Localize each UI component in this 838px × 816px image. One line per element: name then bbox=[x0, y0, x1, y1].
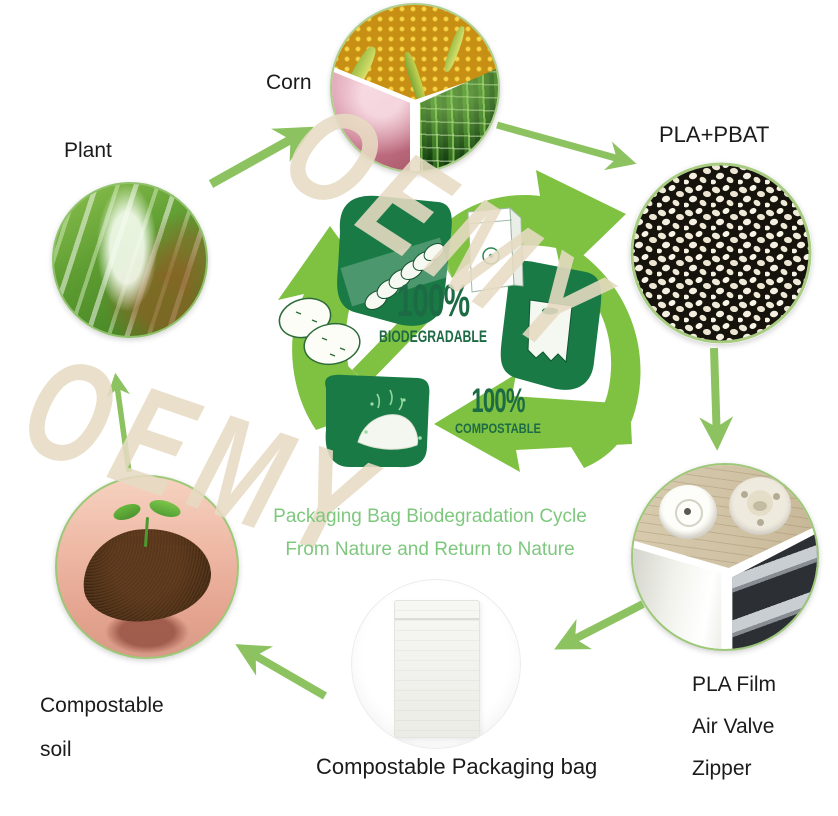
emblem-arm-left bbox=[278, 226, 382, 430]
shopping-bag-doodle bbox=[527, 299, 573, 364]
label-compostable: Compostable bbox=[40, 694, 164, 717]
valve-dot bbox=[741, 491, 748, 498]
emblem-arm-small-chevron bbox=[332, 356, 382, 406]
pla-film-valve-zipper-photo bbox=[631, 463, 819, 651]
label-pla-pbat: PLA+PBAT bbox=[659, 122, 770, 147]
emblem-blob-corn bbox=[337, 195, 452, 326]
emblem-word-compostable: COMPOSTABLE bbox=[455, 420, 541, 436]
valve-center-dot bbox=[684, 508, 691, 515]
sprout-leaf bbox=[111, 500, 143, 524]
emblem-word-biodegradable: BIODEGRADABLE bbox=[379, 327, 487, 346]
paper-bag-doodle bbox=[467, 206, 524, 293]
valve-dot bbox=[757, 519, 764, 526]
corn-collage-photo bbox=[330, 3, 500, 173]
pellets-graphic bbox=[630, 162, 812, 344]
emblem-arm-bottom-chevron bbox=[434, 374, 632, 472]
caption-line2: From Nature and Return to Nature bbox=[285, 539, 575, 560]
arrow-corn-to-pla-pbat bbox=[496, 121, 637, 171]
caption-line1: Packaging Bag Biodegradation Cycle bbox=[273, 506, 587, 527]
arrow-soil-to-plant bbox=[106, 372, 132, 473]
emblem-arm-small-band bbox=[352, 300, 436, 384]
air-valve-ring bbox=[729, 477, 791, 535]
plant-photo bbox=[52, 182, 208, 338]
label-soil: soil bbox=[40, 738, 72, 761]
emblem-percent-bottom: 100% bbox=[471, 382, 525, 420]
corn-cobs-doodle bbox=[340, 237, 452, 311]
arrow-pla-pbat-to-film bbox=[699, 347, 734, 451]
corn-husk bbox=[401, 50, 429, 100]
arrow-film-to-bag bbox=[554, 600, 645, 650]
arrow-plant-to-corn bbox=[208, 126, 314, 188]
emblem-blob-powder bbox=[325, 374, 430, 468]
label-air-valve: Air Valve bbox=[692, 715, 775, 738]
valve-dot bbox=[773, 493, 780, 500]
emblem-blob-bag bbox=[500, 261, 602, 390]
emblem-arm-top bbox=[430, 170, 626, 278]
recycle-emblem: 100% BIODEGRADABLE 100% COMPOSTABLE bbox=[278, 170, 641, 472]
label-zipper: Zipper bbox=[692, 757, 752, 780]
label-pla-film: PLA Film bbox=[692, 673, 777, 696]
air-valve-cap bbox=[659, 485, 717, 539]
packaging-bag-photo bbox=[351, 579, 521, 749]
arrow-bag-to-soil bbox=[235, 644, 328, 700]
compostable-soil-photo bbox=[55, 475, 239, 659]
potatoes-doodle bbox=[278, 297, 361, 366]
powder-pile-doodle bbox=[357, 389, 422, 450]
label-plant: Plant bbox=[64, 139, 112, 162]
label-compostable-packaging-bag: Compostable Packaging bag bbox=[316, 754, 598, 779]
corn-husk bbox=[442, 24, 467, 74]
label-corn: Corn bbox=[266, 71, 312, 94]
valve-ring bbox=[675, 499, 703, 527]
label-film-valve-zipper: PLA Film Air Valve Zipper bbox=[692, 664, 776, 790]
compostable-pouch bbox=[394, 600, 480, 738]
emblem-arm-right-arc bbox=[566, 254, 641, 468]
valve-hole bbox=[753, 501, 767, 511]
emblem-percent-top: 100% bbox=[397, 276, 470, 327]
pla-pbat-pellets-photo bbox=[630, 162, 812, 344]
label-compostable-soil: Compostable soil bbox=[40, 684, 164, 772]
sprout-leaf bbox=[147, 497, 183, 520]
